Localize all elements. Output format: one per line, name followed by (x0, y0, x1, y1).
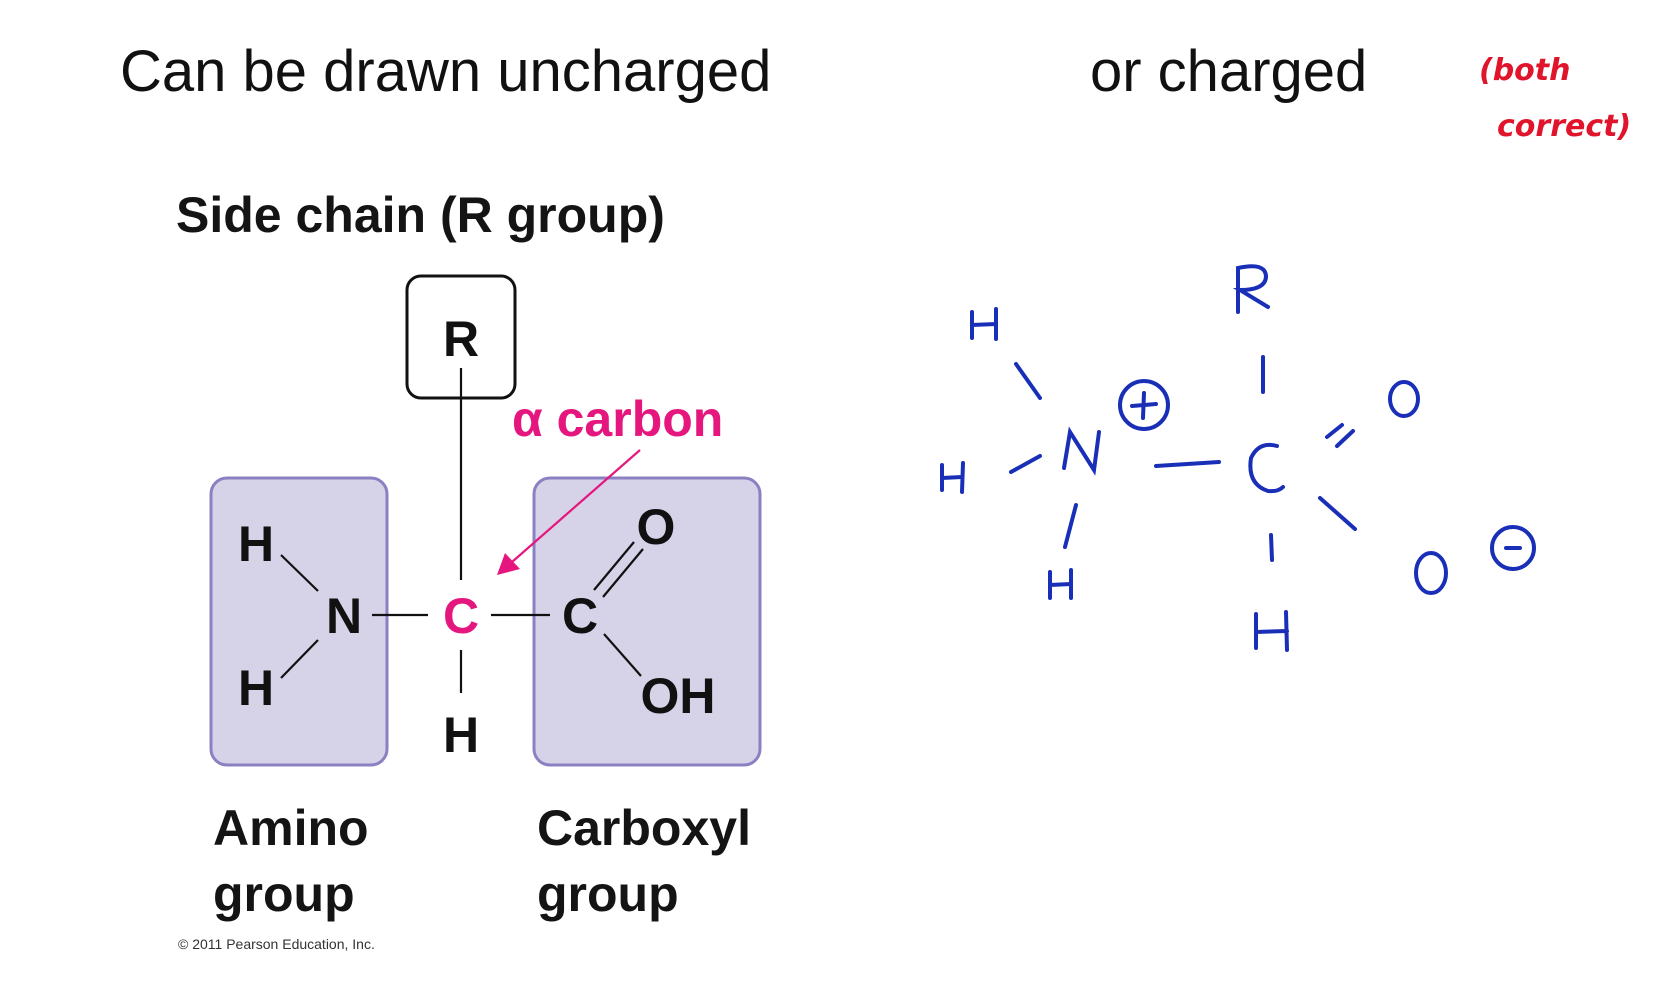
heading-uncharged: Can be drawn uncharged (120, 39, 772, 104)
alpha-carbon-arrowhead (497, 553, 520, 575)
handwritten-annotation: (both correct) (1479, 53, 1631, 144)
bond-c-o-double-1 (593, 541, 635, 591)
hand-bond-double-2 (1335, 429, 1355, 448)
bond-h-n-bottom (280, 639, 319, 679)
atom-h-bottom-left: H (238, 660, 274, 716)
alpha-carbon-label: α carbon (512, 391, 723, 447)
hand-bond-c-h (1269, 533, 1274, 562)
atom-h-top-left: H (238, 516, 274, 572)
amino-group-box (209, 476, 389, 767)
hand-o-bottom (1414, 551, 1448, 595)
atom-r: R (443, 311, 479, 367)
side-chain-title: Side chain (R group) (176, 187, 665, 243)
carboxyl-group-box (532, 476, 762, 767)
bond-c-o-double-2 (602, 548, 644, 598)
hand-plus-circle (1118, 379, 1170, 431)
hand-h-bottom-left (1048, 568, 1073, 600)
atom-oh: OH (641, 668, 716, 724)
hand-r (1232, 264, 1270, 314)
handwritten-structure (940, 264, 1536, 652)
bond-h-n-top (280, 554, 319, 592)
hand-minus-circle (1490, 525, 1536, 571)
bond-c-oh (603, 633, 642, 677)
hand-bond-double-1 (1325, 423, 1344, 439)
annotation-line2: correct) (1497, 109, 1631, 144)
hand-bond-h-n-top (1014, 362, 1042, 400)
hand-bond-c-o (1318, 496, 1357, 531)
hand-h-left (940, 461, 965, 494)
hand-plus-v (1141, 391, 1146, 420)
atom-h-bottom: H (443, 707, 479, 763)
hand-bond-h-n-left (1009, 454, 1042, 474)
hand-bond-h-n-bottom (1063, 503, 1078, 549)
hand-n (1062, 426, 1101, 476)
hand-o-top (1388, 380, 1420, 418)
atom-o-double: O (637, 499, 676, 555)
hand-c (1248, 442, 1285, 494)
annotation-line1: (both (1479, 53, 1571, 88)
hand-h-bottom (1254, 610, 1289, 652)
hand-h-top (970, 307, 998, 341)
hand-bond-n-c (1154, 460, 1221, 468)
carboxyl-group-label: Carboxyl group (537, 800, 751, 922)
amino-group-label: Amino group (213, 800, 369, 922)
atom-c-alpha: C (443, 588, 479, 644)
atom-n: N (326, 588, 362, 644)
heading-charged: or charged (1090, 39, 1368, 104)
copyright-notice: © 2011 Pearson Education, Inc. (178, 936, 375, 952)
atom-c-carboxyl: C (562, 588, 598, 644)
alpha-carbon-arrow (511, 449, 641, 563)
